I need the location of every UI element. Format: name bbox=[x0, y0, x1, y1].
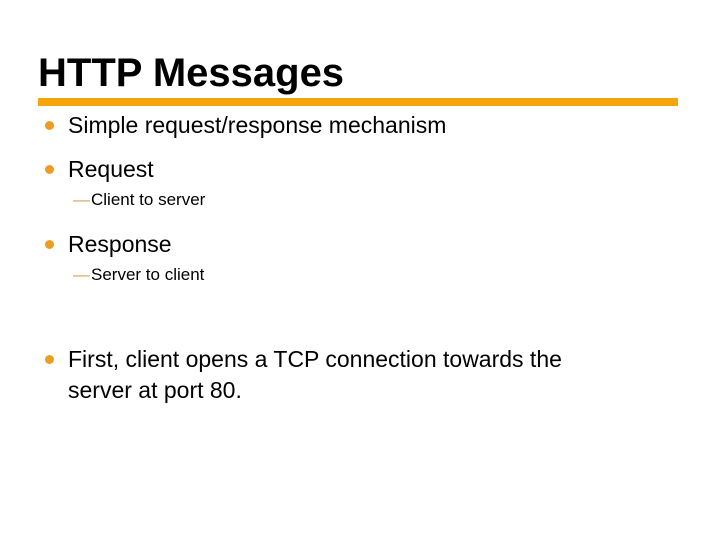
bullet-text: First, client opens a TCP connection tow… bbox=[68, 344, 562, 406]
sub-bullet-item: — Server to client bbox=[38, 262, 668, 288]
bullet-text-line: server at port 80. bbox=[68, 377, 242, 403]
sub-bullet-text: Client to server bbox=[91, 190, 206, 209]
dash-icon: — bbox=[73, 265, 90, 284]
dash-icon: — bbox=[73, 190, 90, 209]
bullet-text: Response bbox=[68, 231, 172, 257]
bullet-text: Request bbox=[68, 156, 154, 182]
bullet-text-line: First, client opens a TCP connection tow… bbox=[68, 346, 562, 372]
bullet-item: Simple request/response mechanism bbox=[38, 110, 668, 141]
sub-bullet-item: — Client to server bbox=[38, 187, 668, 213]
bullet-dot-icon bbox=[45, 121, 54, 130]
bullet-list: Simple request/response mechanism Reques… bbox=[38, 104, 668, 406]
bullet-item: Request bbox=[38, 154, 668, 185]
slide-title: HTTP Messages bbox=[38, 51, 345, 95]
bullet-item: Response bbox=[38, 229, 668, 260]
bullet-text: Simple request/response mechanism bbox=[68, 112, 447, 138]
bullet-item: First, client opens a TCP connection tow… bbox=[38, 344, 668, 406]
bullet-dot-icon bbox=[45, 355, 54, 364]
bullet-dot-icon bbox=[45, 165, 54, 174]
title-accent-rule bbox=[38, 98, 678, 106]
sub-bullet-text: Server to client bbox=[91, 265, 205, 284]
bullet-dot-icon bbox=[45, 240, 54, 249]
